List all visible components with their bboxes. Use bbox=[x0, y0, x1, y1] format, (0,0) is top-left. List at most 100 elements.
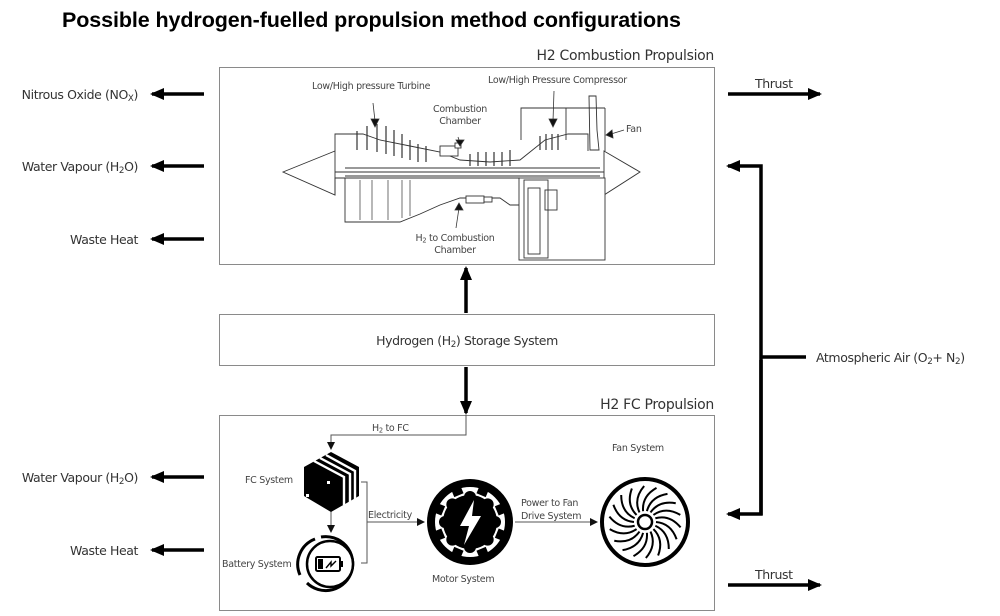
atmospheric-air-label: Atmospheric Air (O2+ N2) bbox=[816, 350, 965, 368]
combustion-chamber-label-line2: Chamber bbox=[439, 116, 481, 127]
turbine-label: Low/High pressure Turbine bbox=[312, 81, 431, 92]
nox-label-sub: X bbox=[127, 94, 134, 105]
fc-waste-heat-label-text: Waste Heat bbox=[70, 543, 138, 558]
motor-cog-tooth bbox=[481, 533, 494, 546]
motor-cog-tooth bbox=[481, 498, 494, 511]
h2-to-fc-sub: 2 bbox=[378, 426, 383, 435]
motor-ring-notch bbox=[451, 485, 464, 498]
fan-blade bbox=[622, 532, 645, 552]
fan-system-label: Fan System bbox=[612, 443, 664, 454]
fan-blade bbox=[655, 516, 682, 529]
fc-waste-heat-output-label: Waste Heat bbox=[70, 543, 138, 558]
motor-ring-notch bbox=[476, 485, 489, 498]
waste-heat-output-label: Waste Heat bbox=[70, 232, 138, 247]
h2-to-fc-line bbox=[327, 415, 467, 450]
storage-label-suffix: ) Storage System bbox=[455, 333, 558, 348]
motor-ring-notch bbox=[494, 528, 507, 541]
hydrogen-storage-box bbox=[219, 314, 715, 366]
battery-icon bbox=[296, 535, 355, 593]
motor-ring-notch bbox=[433, 503, 446, 516]
fan-blade bbox=[652, 528, 662, 556]
fc-water-label-sub: 2 bbox=[118, 477, 125, 488]
h2-to-fc-prefix: H bbox=[372, 423, 379, 434]
compressor-label: Low/High Pressure Compressor bbox=[488, 75, 627, 86]
fc-water-label-suffix: O) bbox=[124, 470, 138, 485]
battery-system-label: Battery System bbox=[222, 559, 292, 570]
h2-feed-prefix: H bbox=[415, 233, 423, 244]
water-label-sub: 2 bbox=[118, 166, 125, 177]
motor-ring-notch bbox=[451, 546, 464, 559]
motor-cog-tooth bbox=[464, 541, 476, 553]
atmospheric-air-connector bbox=[726, 160, 806, 520]
storage-label-sub: 2 bbox=[450, 340, 457, 351]
fan-blade bbox=[636, 485, 645, 513]
fan-blade bbox=[655, 521, 678, 540]
electricity-line bbox=[361, 481, 425, 564]
motor-ring-notch bbox=[494, 503, 507, 516]
motor-cog-tooth bbox=[464, 491, 476, 503]
h2-to-combustion-line1: H2 to Combustion bbox=[405, 233, 505, 245]
nox-output-label: Nitrous Oxide (NOX) bbox=[21, 87, 139, 105]
combustion-section-title: H2 Combustion Propulsion bbox=[536, 48, 715, 64]
fan-blade bbox=[642, 487, 658, 512]
air-label-mid: + N bbox=[932, 350, 956, 365]
fan-blade bbox=[609, 528, 638, 535]
fan-blade bbox=[614, 530, 641, 543]
motor-cog-tooth bbox=[446, 498, 459, 511]
fc-section-title: H2 FC Propulsion bbox=[600, 397, 714, 413]
fan-icon bbox=[600, 477, 690, 567]
power-to-fan-label: Power to Fan Drive System bbox=[521, 497, 581, 523]
air-label-sub1: 2 bbox=[927, 357, 933, 368]
fc-stack-icon bbox=[304, 452, 359, 512]
fc-water-label-text: Water Vapour (H bbox=[21, 470, 119, 485]
fc-system-label: FC System bbox=[245, 475, 293, 486]
electricity-label: Electricity bbox=[368, 510, 412, 521]
fan-blade bbox=[645, 492, 668, 512]
h2-feed-sub: 2 bbox=[422, 236, 427, 245]
h2-to-fc-suffix: to FC bbox=[382, 423, 409, 434]
nox-label-suffix: ) bbox=[133, 87, 139, 102]
air-label-suffix: ) bbox=[960, 350, 965, 365]
motor-ring-notch bbox=[433, 528, 446, 541]
h2-feed-suffix: to Combustion bbox=[426, 233, 495, 244]
fan-blade bbox=[612, 504, 635, 523]
storage-label: Hydrogen (H2) Storage System bbox=[219, 333, 715, 351]
fan-blade bbox=[652, 509, 681, 516]
fc-thrust-label: Thrust bbox=[755, 567, 793, 582]
motor-cog-tooth bbox=[439, 516, 451, 528]
motor-cog-tooth bbox=[446, 533, 459, 546]
fan-blade bbox=[632, 532, 648, 557]
water-vapour-output-label: Water Vapour (H2O) bbox=[21, 159, 139, 177]
fc-water-vapour-output-label: Water Vapour (H2O) bbox=[21, 470, 139, 488]
h2-to-combustion-line2: Chamber bbox=[434, 245, 476, 256]
fan-blade bbox=[649, 501, 676, 514]
motor-icon bbox=[427, 479, 513, 565]
power-to-fan-line1: Power to Fan bbox=[521, 498, 579, 509]
air-label-text: Atmospheric Air (O bbox=[816, 350, 928, 365]
water-label-text: Water Vapour (H bbox=[21, 159, 119, 174]
fan-blade bbox=[645, 531, 654, 559]
h2-to-combustion-label: H2 to Combustion Chamber bbox=[405, 233, 505, 257]
power-to-fan-line2: Drive System bbox=[521, 511, 582, 522]
water-label-suffix: O) bbox=[124, 159, 138, 174]
motor-cog-tooth bbox=[489, 516, 501, 528]
motor-system-label: Motor System bbox=[432, 574, 495, 585]
fan-blade bbox=[628, 488, 638, 516]
motor-ring-notch bbox=[476, 546, 489, 559]
air-label-sub2: 2 bbox=[955, 357, 961, 368]
storage-label-text: Hydrogen (H bbox=[376, 333, 451, 348]
fan-blade bbox=[654, 524, 670, 550]
engine-annotation-arrows bbox=[370, 90, 625, 229]
fan-blade bbox=[608, 515, 635, 528]
jet-engine-drawing bbox=[281, 95, 641, 261]
waste-heat-label-text: Waste Heat bbox=[70, 232, 138, 247]
h2-to-fc-label: H2 to FC bbox=[372, 423, 409, 434]
combustion-chamber-label: Combustion Chamber bbox=[425, 104, 495, 128]
combustion-chamber-label-line1: Combustion bbox=[433, 104, 487, 115]
fan-blade bbox=[620, 494, 636, 520]
nox-label-text: Nitrous Oxide (NO bbox=[21, 87, 129, 102]
fan-label: Fan bbox=[626, 124, 642, 135]
diagram-title: Possible hydrogen-fuelled propulsion met… bbox=[62, 8, 681, 32]
combustion-thrust-label: Thrust bbox=[755, 76, 793, 91]
